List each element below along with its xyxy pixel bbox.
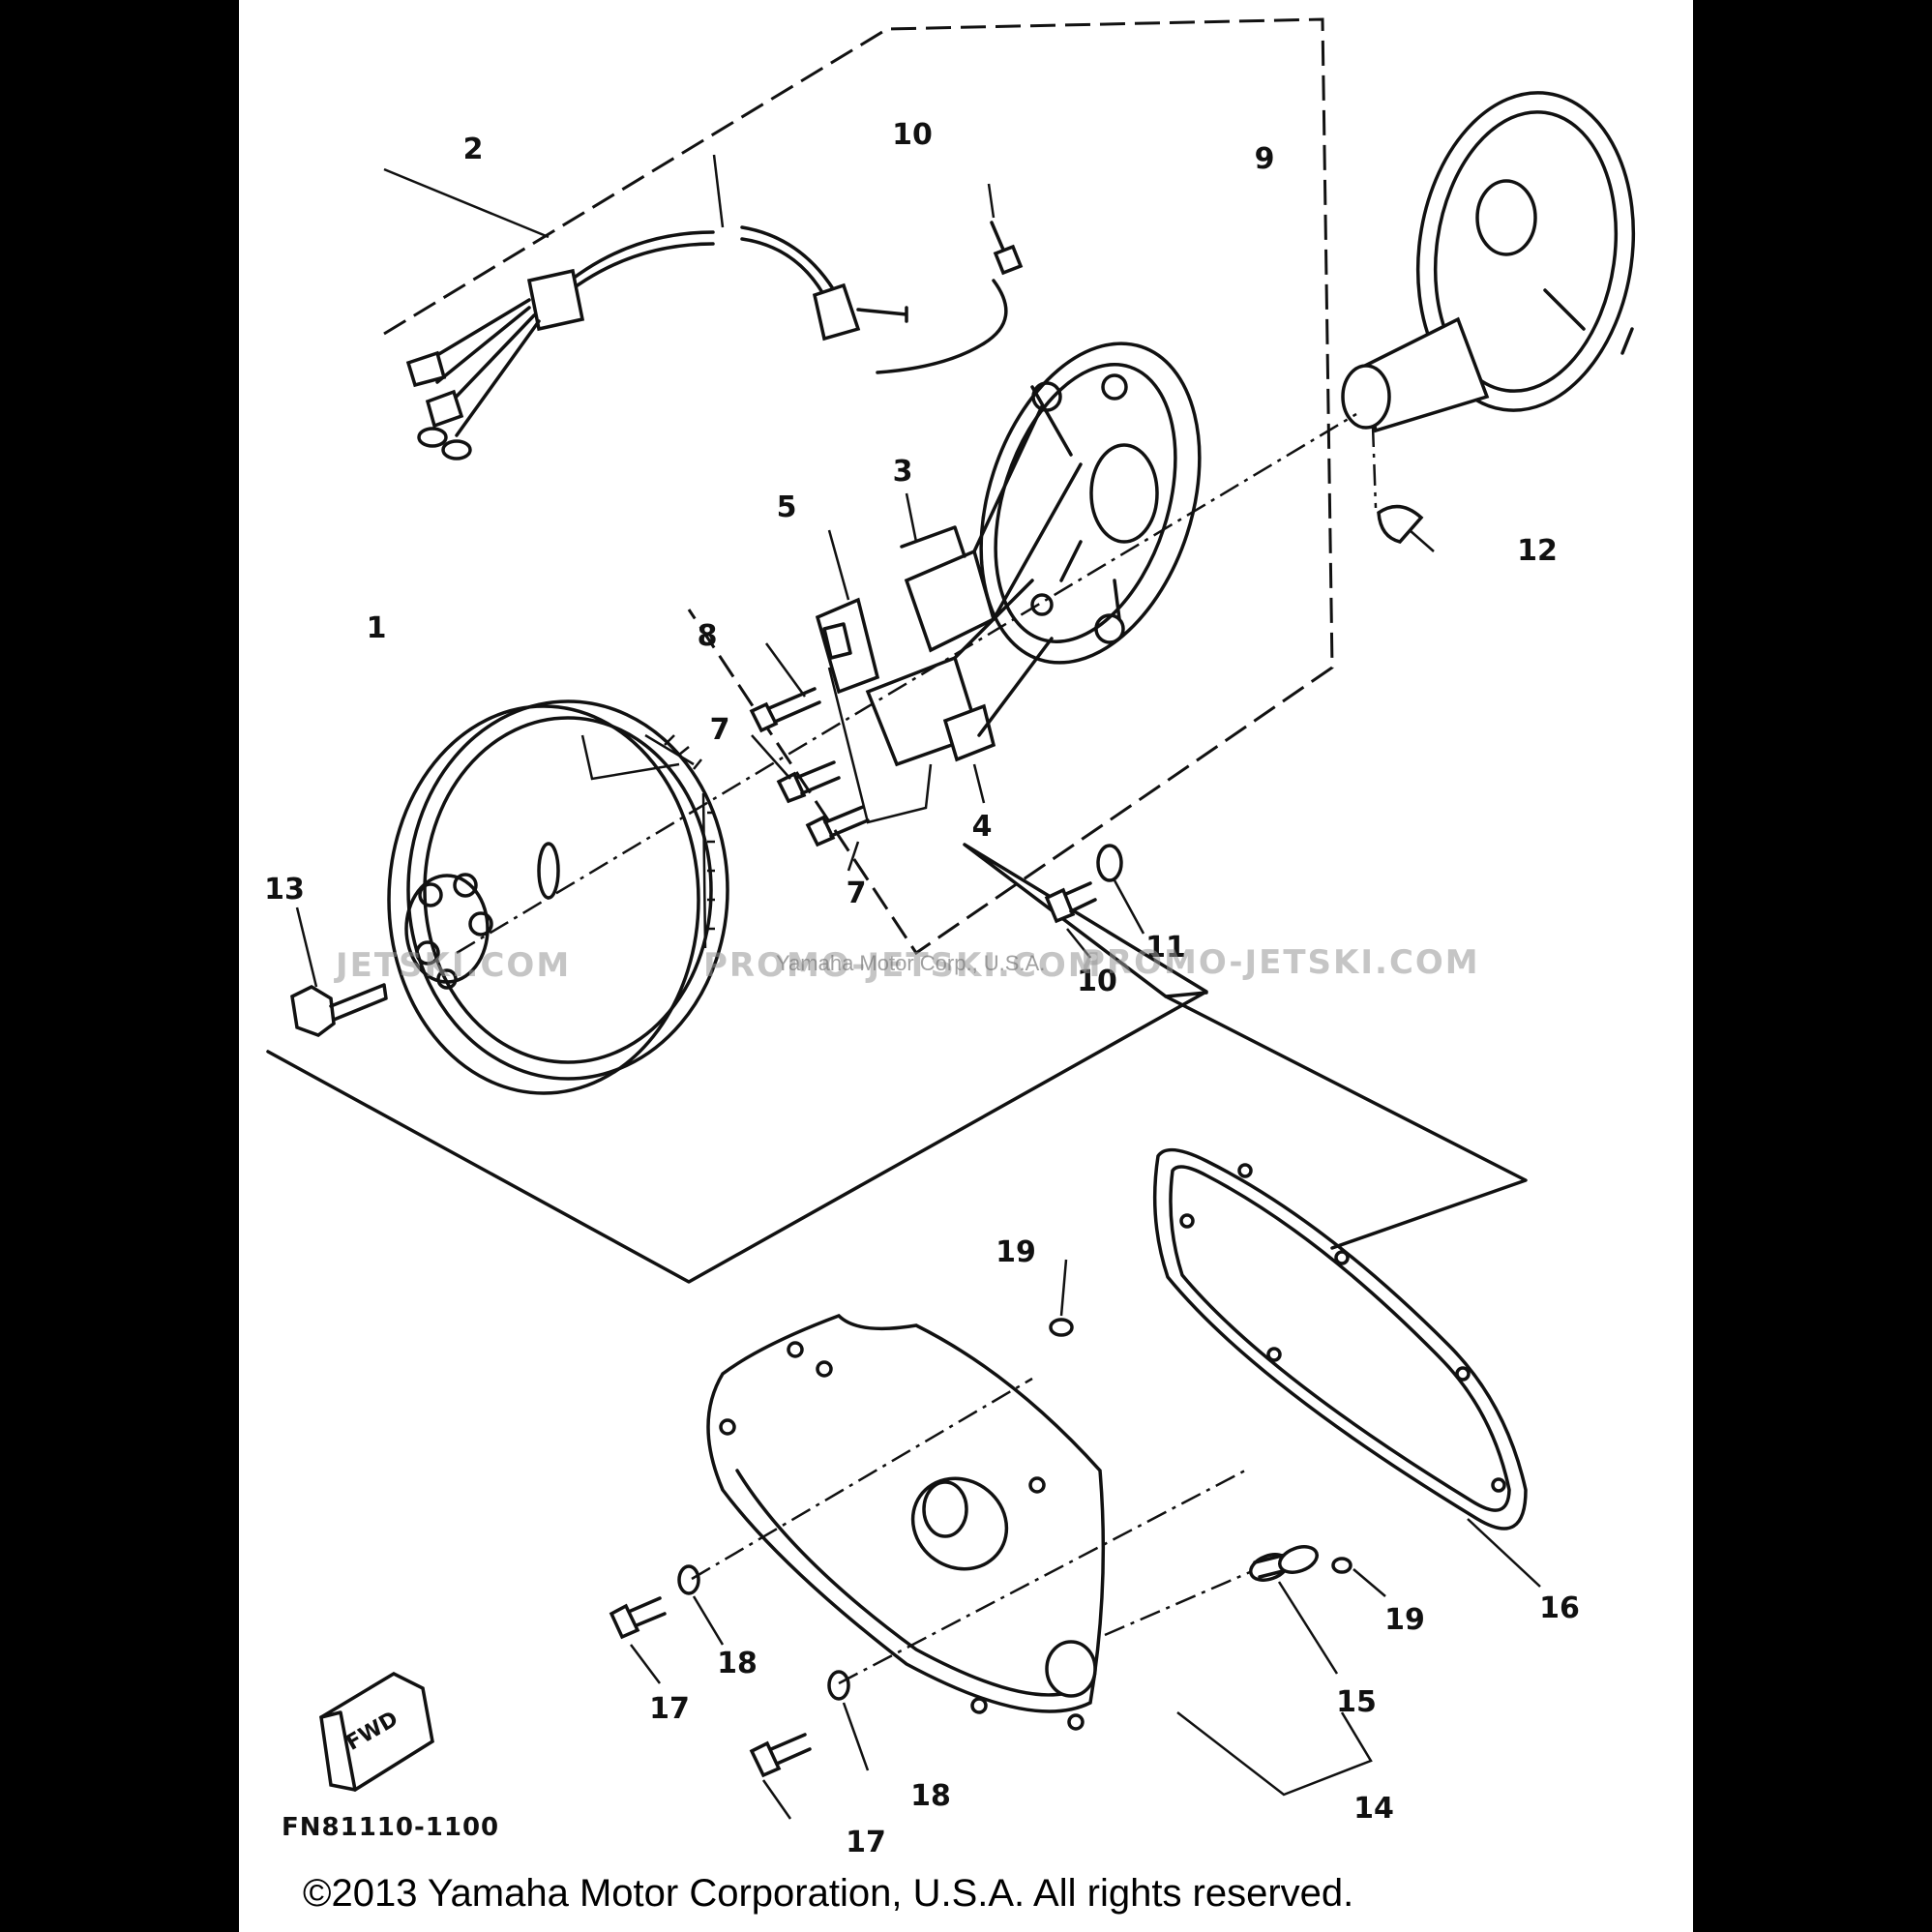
flywheel-bolt-13 <box>290 983 388 1037</box>
flywheel-cover-top-right <box>1341 91 1636 433</box>
callout-11: 11 <box>1145 931 1186 965</box>
callout-1: 1 <box>366 611 387 645</box>
callout-7-b: 7 <box>846 877 867 910</box>
charge-coil-4 <box>865 579 1054 767</box>
lighting-coil-3 <box>900 404 1083 653</box>
callout-3: 3 <box>892 455 913 489</box>
washer-11 <box>1096 844 1123 882</box>
callout-19-top: 19 <box>996 1235 1036 1269</box>
assembly-boundary-upper <box>383 17 1334 956</box>
callout-8: 8 <box>697 619 718 653</box>
assembly-axis-1 <box>456 412 1357 955</box>
callout-6: 10 <box>892 118 933 152</box>
flywheel-cover-14 <box>706 1313 1106 1731</box>
assembly-axis-4 <box>1104 1570 1251 1637</box>
bolt-9 <box>876 221 1024 374</box>
callout-19-right: 19 <box>1384 1603 1425 1637</box>
screw-8 <box>749 687 821 733</box>
watermark-site-right: PROMO-JETSKI.COM <box>1081 943 1480 982</box>
cover-bolt-17-upper <box>609 1596 667 1640</box>
assembly-boundary-lower <box>266 843 1208 1284</box>
watermark-owner: Yamaha Motor Corp., U.S.A. <box>776 951 1046 975</box>
copyright-notice: ©2013 Yamaha Motor Corporation, U.S.A. A… <box>303 1872 1354 1915</box>
screw-7-upper <box>776 760 841 804</box>
boundary-edge <box>1164 995 1528 1250</box>
callout-13: 13 <box>264 873 305 907</box>
washer-18-lower <box>827 1670 850 1701</box>
callout-4: 4 <box>971 810 993 844</box>
fwd-arrow-icon <box>319 1672 434 1792</box>
stator-plate <box>979 342 1202 665</box>
diagram-code: FN81110-1100 <box>282 1813 500 1842</box>
washer-18-upper <box>677 1564 700 1595</box>
callout-18-upper: 18 <box>717 1647 758 1680</box>
key-axis <box>1371 425 1378 509</box>
callout-12: 12 <box>1517 534 1558 568</box>
callout-17-upper: 17 <box>649 1692 690 1726</box>
parts-diagram-sheet: 2 10 9 3 5 12 1 8 7 4 7 13 11 10 19 16 1… <box>239 0 1693 1932</box>
callout-16: 16 <box>1539 1591 1580 1625</box>
cover-gasket-16 <box>1152 1147 1528 1531</box>
wire-harness-6 <box>405 225 908 461</box>
callout-9: 9 <box>1254 142 1275 176</box>
cover-bolt-17-lower <box>749 1733 812 1778</box>
callout-10: 10 <box>1077 965 1117 998</box>
plug-19-top <box>1049 1318 1074 1337</box>
callout-17-lower: 17 <box>846 1826 886 1859</box>
pulser-coil-5 <box>815 597 880 695</box>
callout-14: 14 <box>1353 1792 1394 1826</box>
screw-7-lower <box>805 805 870 847</box>
callout-15: 15 <box>1336 1685 1377 1719</box>
exploded-view-drawing <box>266 17 1636 1820</box>
callout-5: 5 <box>776 490 797 524</box>
callout-18-lower: 18 <box>910 1779 951 1813</box>
flywheel <box>387 699 729 1095</box>
watermark-site-mid: PROMO-JETSKI.COM <box>703 946 1103 985</box>
plug-19-right <box>1331 1557 1352 1574</box>
callout-2: 2 <box>462 133 484 166</box>
woodruff-key-12 <box>1377 504 1424 544</box>
callout-7-a: 7 <box>709 713 730 747</box>
assembly-axis-2 <box>691 1377 1033 1581</box>
watermark-site-left: JETSKI.COM <box>336 946 572 985</box>
collar-15 <box>1249 1545 1319 1582</box>
leader-lines <box>295 154 1541 1820</box>
bolt-10 <box>1044 881 1097 924</box>
